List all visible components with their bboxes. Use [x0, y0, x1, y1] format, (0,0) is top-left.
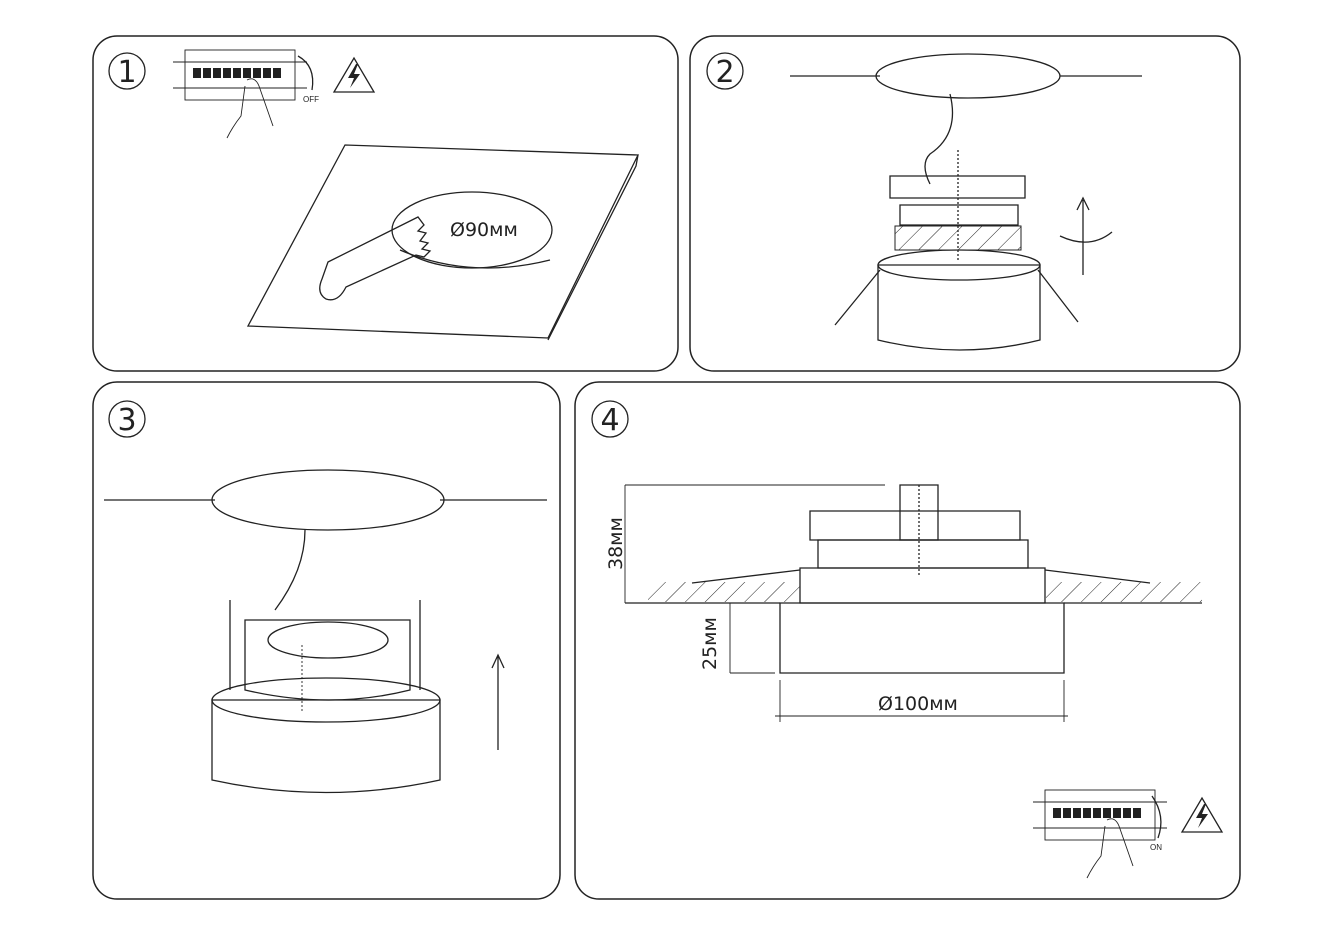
- step-2-panel: 2: [689, 35, 1241, 372]
- diameter-label: Ø100мм: [878, 693, 958, 715]
- step-4-panel: 4 38мм 25мм Ø100мм ON: [574, 381, 1241, 900]
- luminaire-insertion-illustration: [104, 469, 547, 794]
- step-number: 1: [117, 55, 136, 90]
- up-arrow-icon: [491, 653, 505, 750]
- total-height-label: 38мм: [605, 517, 627, 570]
- step-1-panel: 1 OFF Ø90мм: [92, 35, 679, 372]
- switch-on-label: ON: [1150, 843, 1162, 852]
- step-number: 4: [600, 403, 619, 438]
- ceiling-panel-illustration: Ø90мм: [246, 144, 640, 341]
- step-number: 3: [117, 403, 136, 438]
- step-number: 2: [715, 55, 734, 90]
- hole-diameter-label: Ø90мм: [450, 219, 518, 241]
- switch-off-label: OFF: [303, 95, 319, 104]
- saw-icon: [319, 216, 432, 301]
- rotate-arrow-icon: [1059, 231, 1113, 243]
- visible-height-label: 25мм: [699, 617, 721, 670]
- up-arrow-icon: [1076, 196, 1090, 275]
- rotate-arrow-icon: [297, 55, 314, 91]
- step-3-panel: 3: [92, 381, 561, 900]
- step-number-circle: [108, 52, 146, 90]
- luminaire-illustration: [790, 53, 1142, 351]
- rotate-arrow-icon: [1151, 795, 1162, 839]
- dimension-drawing: 38мм 25мм Ø100мм: [605, 484, 1202, 722]
